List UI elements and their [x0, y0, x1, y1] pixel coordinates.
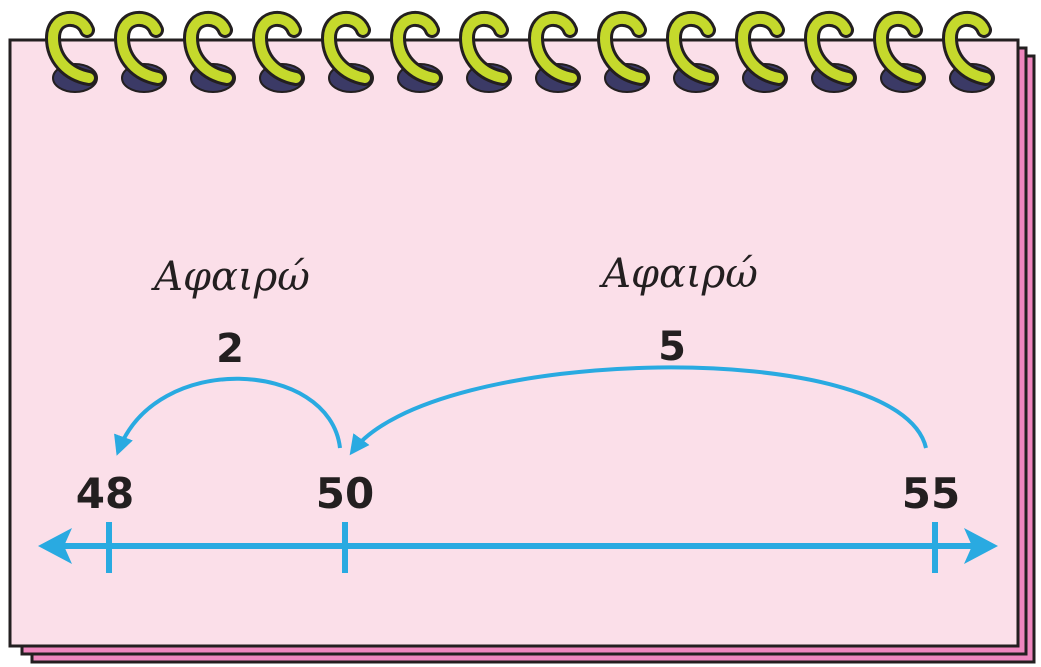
spiral-ring: [941, 10, 995, 93]
spiral-ring: [665, 10, 719, 93]
spiral-ring: [527, 10, 581, 93]
spiral-ring: [113, 10, 167, 93]
jump-word-1: Αφαιρώ: [150, 254, 310, 300]
spiral-ring: [389, 10, 443, 93]
spiral-ring: [251, 10, 305, 93]
number-label-48: 48: [76, 469, 134, 518]
notepad-page: [8, 38, 1020, 648]
spiral-ring: [803, 10, 857, 93]
spiral-ring: [44, 10, 98, 93]
spiral-ring: [182, 10, 236, 93]
spiral-ring: [320, 10, 374, 93]
number-label-55: 55: [902, 469, 960, 518]
number-label-50: 50: [316, 469, 374, 518]
spiral-ring: [458, 10, 512, 93]
jump-arc-minus-5: [349, 365, 928, 456]
number-line-left-arrow: [38, 528, 72, 564]
number-line-right-arrow: [964, 528, 998, 564]
jump-arc-minus-2: [114, 376, 342, 456]
spiral-binding: [44, 10, 995, 93]
spiral-ring: [734, 10, 788, 93]
spiral-ring: [596, 10, 650, 93]
jump-amount-1: 2: [216, 326, 244, 372]
spiral-ring: [872, 10, 926, 93]
jump-word-2: Αφαιρώ: [598, 251, 758, 297]
jump-amount-2: 5: [658, 324, 686, 370]
